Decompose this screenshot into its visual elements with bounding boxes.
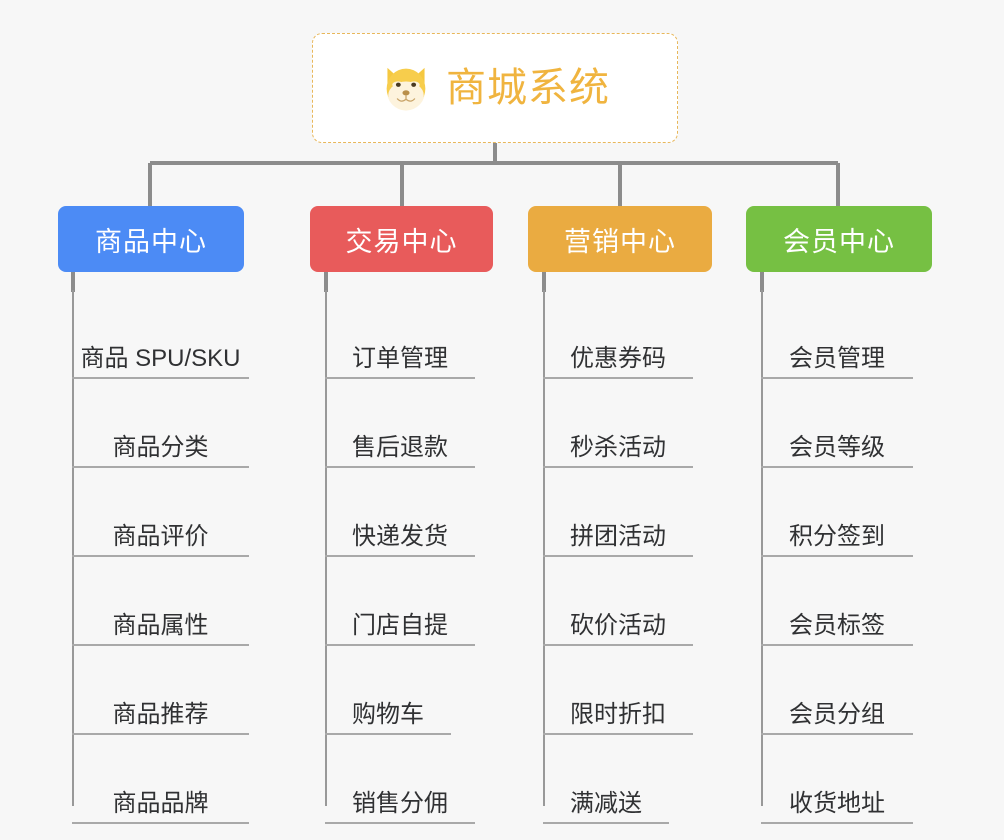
leaf-item[interactable]: 会员管理 (761, 290, 913, 379)
category-box-2[interactable]: 营销中心 (528, 206, 712, 272)
column-spine-2 (543, 290, 545, 806)
column-spine-3 (761, 290, 763, 806)
leaf-item[interactable]: 满减送 (543, 735, 669, 824)
leaf-item[interactable]: 商品分类 (72, 379, 249, 468)
leaf-item[interactable]: 收货地址 (761, 735, 913, 824)
leaf-item[interactable]: 优惠券码 (543, 290, 693, 379)
leaf-item[interactable]: 销售分佣 (325, 735, 475, 824)
shiba-dog-face-icon (386, 67, 426, 111)
leaf-item[interactable]: 购物车 (325, 646, 451, 735)
category-box-3[interactable]: 会员中心 (746, 206, 932, 272)
leaf-item[interactable]: 商品属性 (72, 557, 249, 646)
leaf-item[interactable]: 快递发货 (325, 468, 475, 557)
leaf-item[interactable]: 商品评价 (72, 468, 249, 557)
category-box-1[interactable]: 交易中心 (310, 206, 493, 272)
leaf-item[interactable]: 商品推荐 (72, 646, 249, 735)
leaf-item[interactable]: 商品 SPU/SKU (72, 290, 249, 379)
root-node[interactable]: 商城系统 (312, 33, 678, 143)
column-spine-0 (72, 290, 74, 806)
column-spine-1 (325, 290, 327, 806)
category-box-0[interactable]: 商品中心 (58, 206, 244, 272)
leaf-item[interactable]: 限时折扣 (543, 646, 693, 735)
leaf-item[interactable]: 积分签到 (761, 468, 913, 557)
leaf-item[interactable]: 会员分组 (761, 646, 913, 735)
leaf-item[interactable]: 门店自提 (325, 557, 475, 646)
leaf-item[interactable]: 售后退款 (325, 379, 475, 468)
leaf-item[interactable]: 会员标签 (761, 557, 913, 646)
leaf-item[interactable]: 秒杀活动 (543, 379, 693, 468)
leaf-item[interactable]: 订单管理 (325, 290, 475, 379)
leaf-item[interactable]: 砍价活动 (543, 557, 693, 646)
leaf-item[interactable]: 会员等级 (761, 379, 913, 468)
leaf-item[interactable]: 商品品牌 (72, 735, 249, 824)
leaf-item[interactable]: 拼团活动 (543, 468, 693, 557)
root-title: 商城系统 (446, 66, 610, 110)
